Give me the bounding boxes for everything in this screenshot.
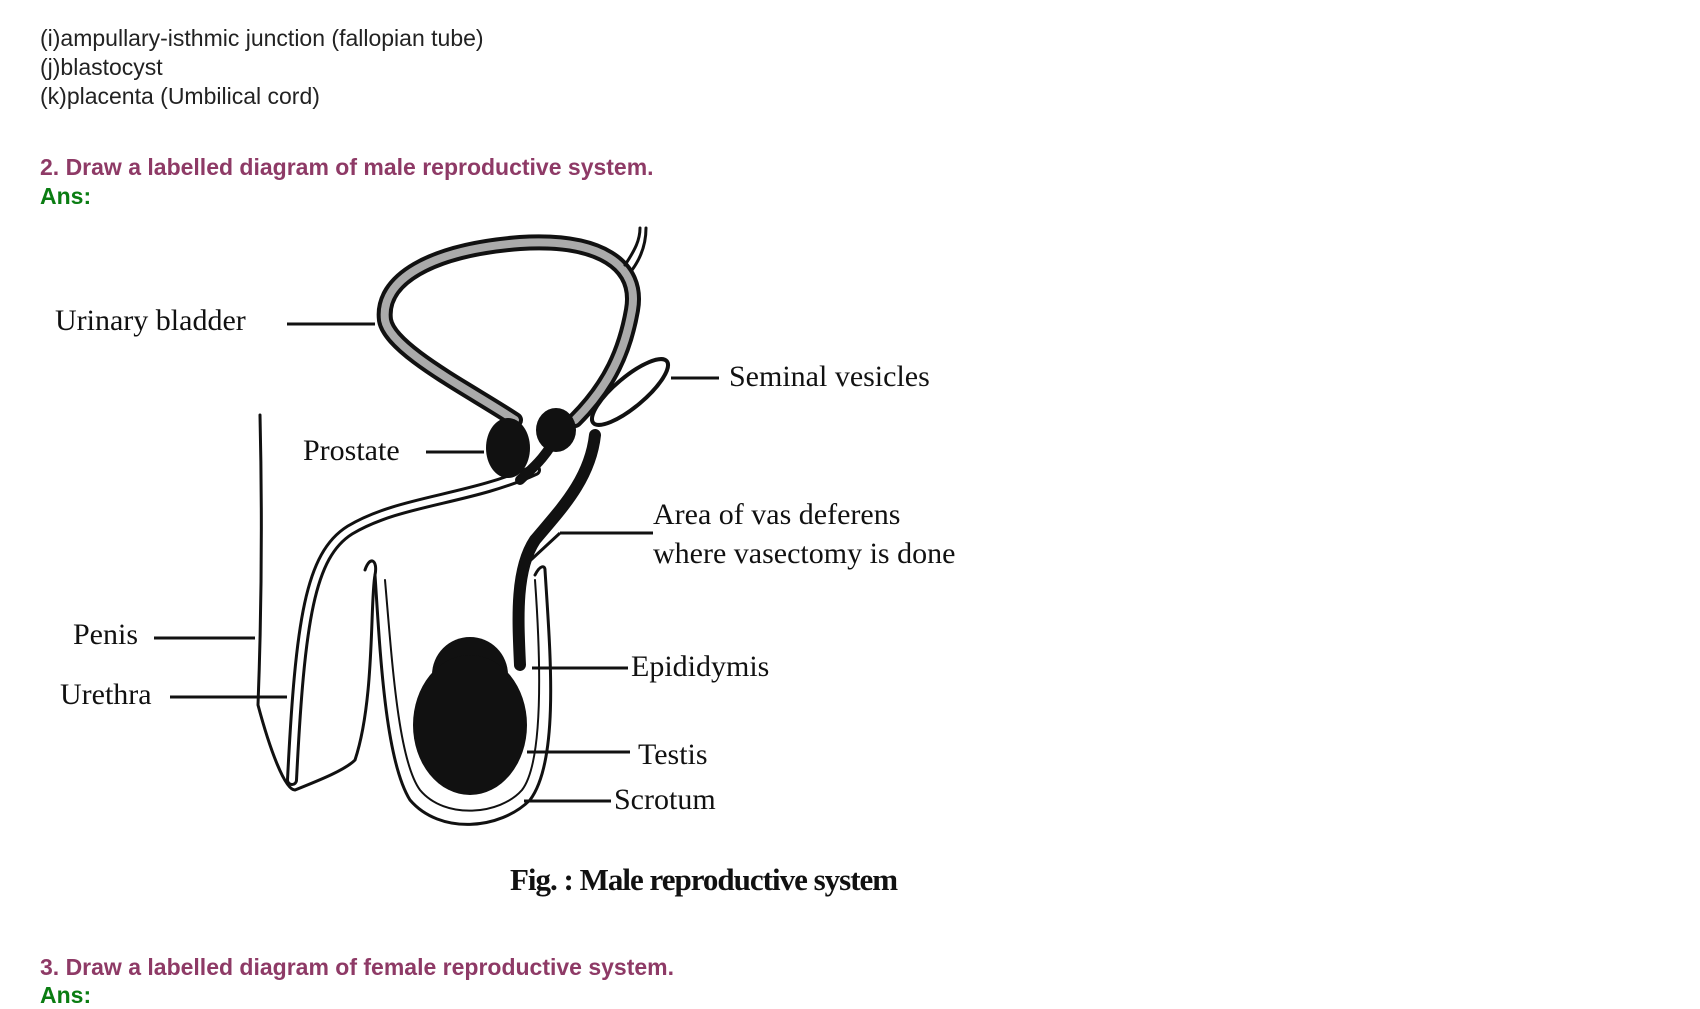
label-vas-deferens-line2: where vasectomy is done (653, 537, 956, 570)
ureter-shape (623, 226, 642, 267)
testis-shape (413, 655, 527, 795)
answer-item-j: (j)blastocyst (40, 54, 163, 80)
question-2-heading: 2. Draw a labelled diagram of male repro… (40, 154, 654, 180)
label-urinary-bladder: Urinary bladder (55, 304, 246, 337)
label-penis: Penis (73, 618, 139, 651)
label-testis: Testis (638, 738, 708, 771)
label-prostate: Prostate (303, 434, 400, 467)
label-urethra: Urethra (60, 678, 152, 711)
label-seminal-vesicles: Seminal vesicles (729, 360, 930, 393)
figure-caption: Fig. : Male reproductive system (510, 862, 898, 897)
answer-item-i: (i)ampullary-isthmic junction (fallopian… (40, 25, 484, 51)
scrotum-shape (373, 565, 553, 826)
question-3-heading: 3. Draw a labelled diagram of female rep… (40, 954, 675, 980)
seminal-vesicle-shape (589, 357, 671, 427)
label-epididymis: Epididymis (631, 650, 770, 683)
question-3-ans-label: Ans: (40, 982, 92, 1008)
prostate-shape (486, 418, 530, 478)
label-scrotum: Scrotum (614, 783, 716, 816)
vas-deferens-shape (512, 429, 601, 671)
penis-shape (256, 413, 378, 792)
answer-item-k: (k)placenta (Umbilical cord) (40, 83, 320, 109)
label-vas-deferens-line1: Area of vas deferens (653, 498, 901, 531)
question-2-ans-label: Ans: (40, 183, 92, 209)
